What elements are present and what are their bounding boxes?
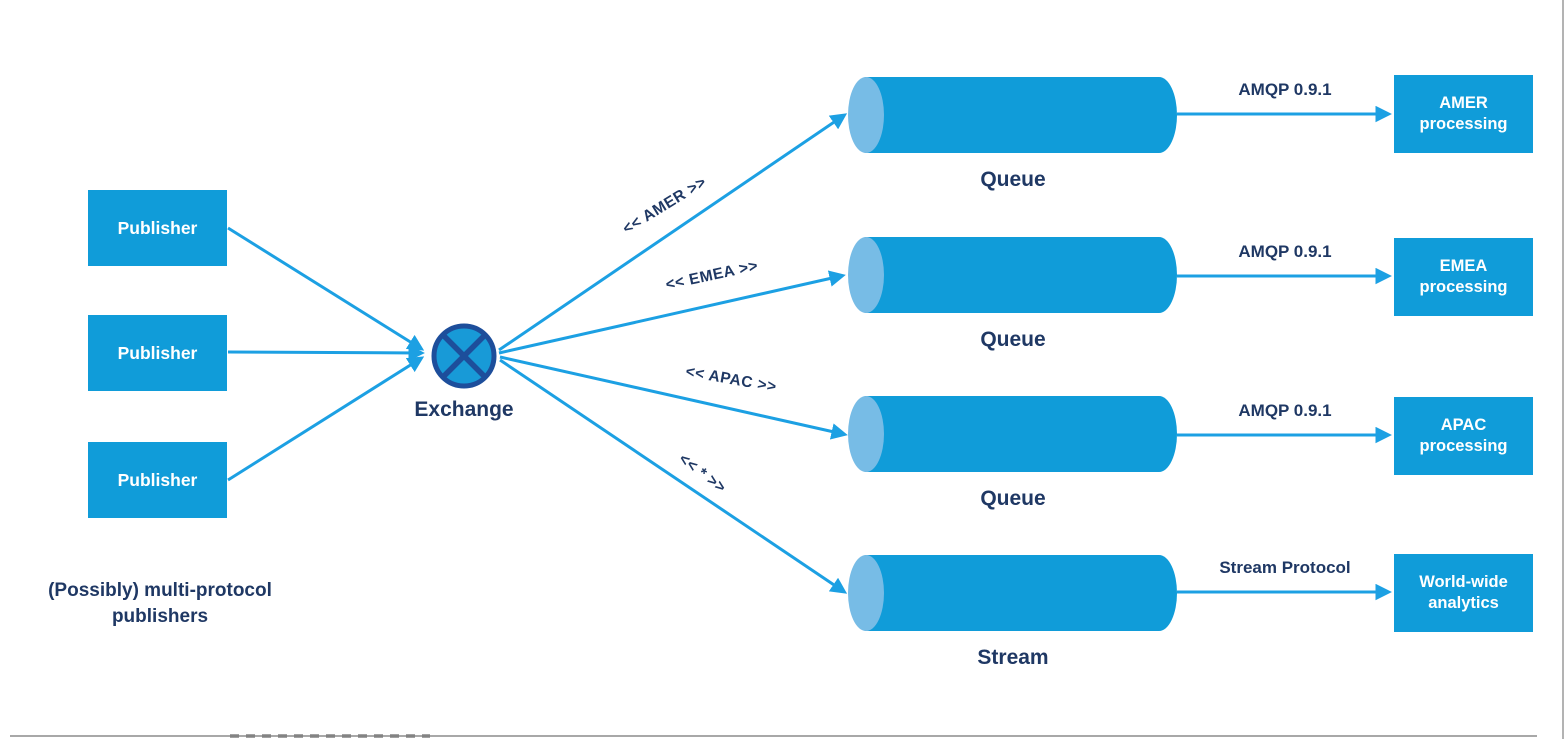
- arrow-exchange-stream: [499, 358, 848, 594]
- arrow-publisher1-exchange: [227, 226, 425, 351]
- bottom-edge-line: [10, 735, 1537, 737]
- right-edge-line: [1562, 0, 1564, 739]
- arrow-exchange-queue2: [498, 270, 846, 355]
- consumer-label: EMEA processing: [1419, 256, 1508, 296]
- consumer-box-analytics: World-wide analytics: [1394, 554, 1533, 632]
- protocol-label-emea: AMQP 0.9.1: [1238, 242, 1332, 261]
- queue-label-emea: Queue: [980, 328, 1046, 351]
- publisher-box-3: Publisher: [88, 442, 227, 518]
- publisher-label: Publisher: [117, 469, 198, 490]
- consumer-box-apac: APAC processing: [1394, 397, 1533, 475]
- publisher-box-2: Publisher: [88, 315, 227, 391]
- bottom-edge-artifact: [230, 734, 430, 738]
- queue-label-apac: Queue: [980, 487, 1046, 510]
- consumer-label: APAC processing: [1419, 415, 1508, 455]
- exchange-icon: [431, 323, 497, 389]
- arrow-publisher2-exchange: [227, 344, 425, 362]
- publisher-label: Publisher: [117, 217, 198, 238]
- queue-cylinder-apac: [848, 396, 1177, 472]
- cylinder-body: [865, 396, 1177, 472]
- consumer-box-emea: EMEA processing: [1394, 238, 1533, 316]
- stream-label: Stream: [977, 646, 1049, 669]
- publishers-caption: (Possibly) multi-protocol publishers: [48, 580, 272, 627]
- cylinder-body: [865, 77, 1177, 153]
- cylinder-body: [865, 237, 1177, 313]
- stream-cylinder: [848, 555, 1177, 631]
- cylinder-body: [865, 555, 1177, 631]
- arrow-exchange-queue1: [498, 113, 848, 352]
- cylinder-cap: [848, 237, 884, 313]
- publisher-box-1: Publisher: [88, 190, 227, 266]
- protocol-label-stream: Stream Protocol: [1219, 558, 1351, 577]
- queue-cylinder-amer: [848, 77, 1177, 153]
- consumer-box-amer: AMER processing: [1394, 75, 1533, 153]
- arrow-publisher3-exchange: [227, 356, 425, 482]
- queue-label-amer: Queue: [980, 168, 1046, 191]
- cylinder-cap: [848, 396, 884, 472]
- arrow-exchange-queue3: [499, 355, 848, 440]
- publisher-label: Publisher: [117, 342, 198, 363]
- protocol-label-amer: AMQP 0.9.1: [1238, 80, 1332, 99]
- consumer-label: World-wide analytics: [1419, 572, 1508, 612]
- queue-cylinder-emea: [848, 237, 1177, 313]
- consumer-label: AMER processing: [1419, 93, 1508, 133]
- exchange-label: Exchange: [414, 398, 514, 421]
- protocol-label-apac: AMQP 0.9.1: [1238, 401, 1332, 420]
- cylinder-cap: [848, 555, 884, 631]
- cylinder-cap: [848, 77, 884, 153]
